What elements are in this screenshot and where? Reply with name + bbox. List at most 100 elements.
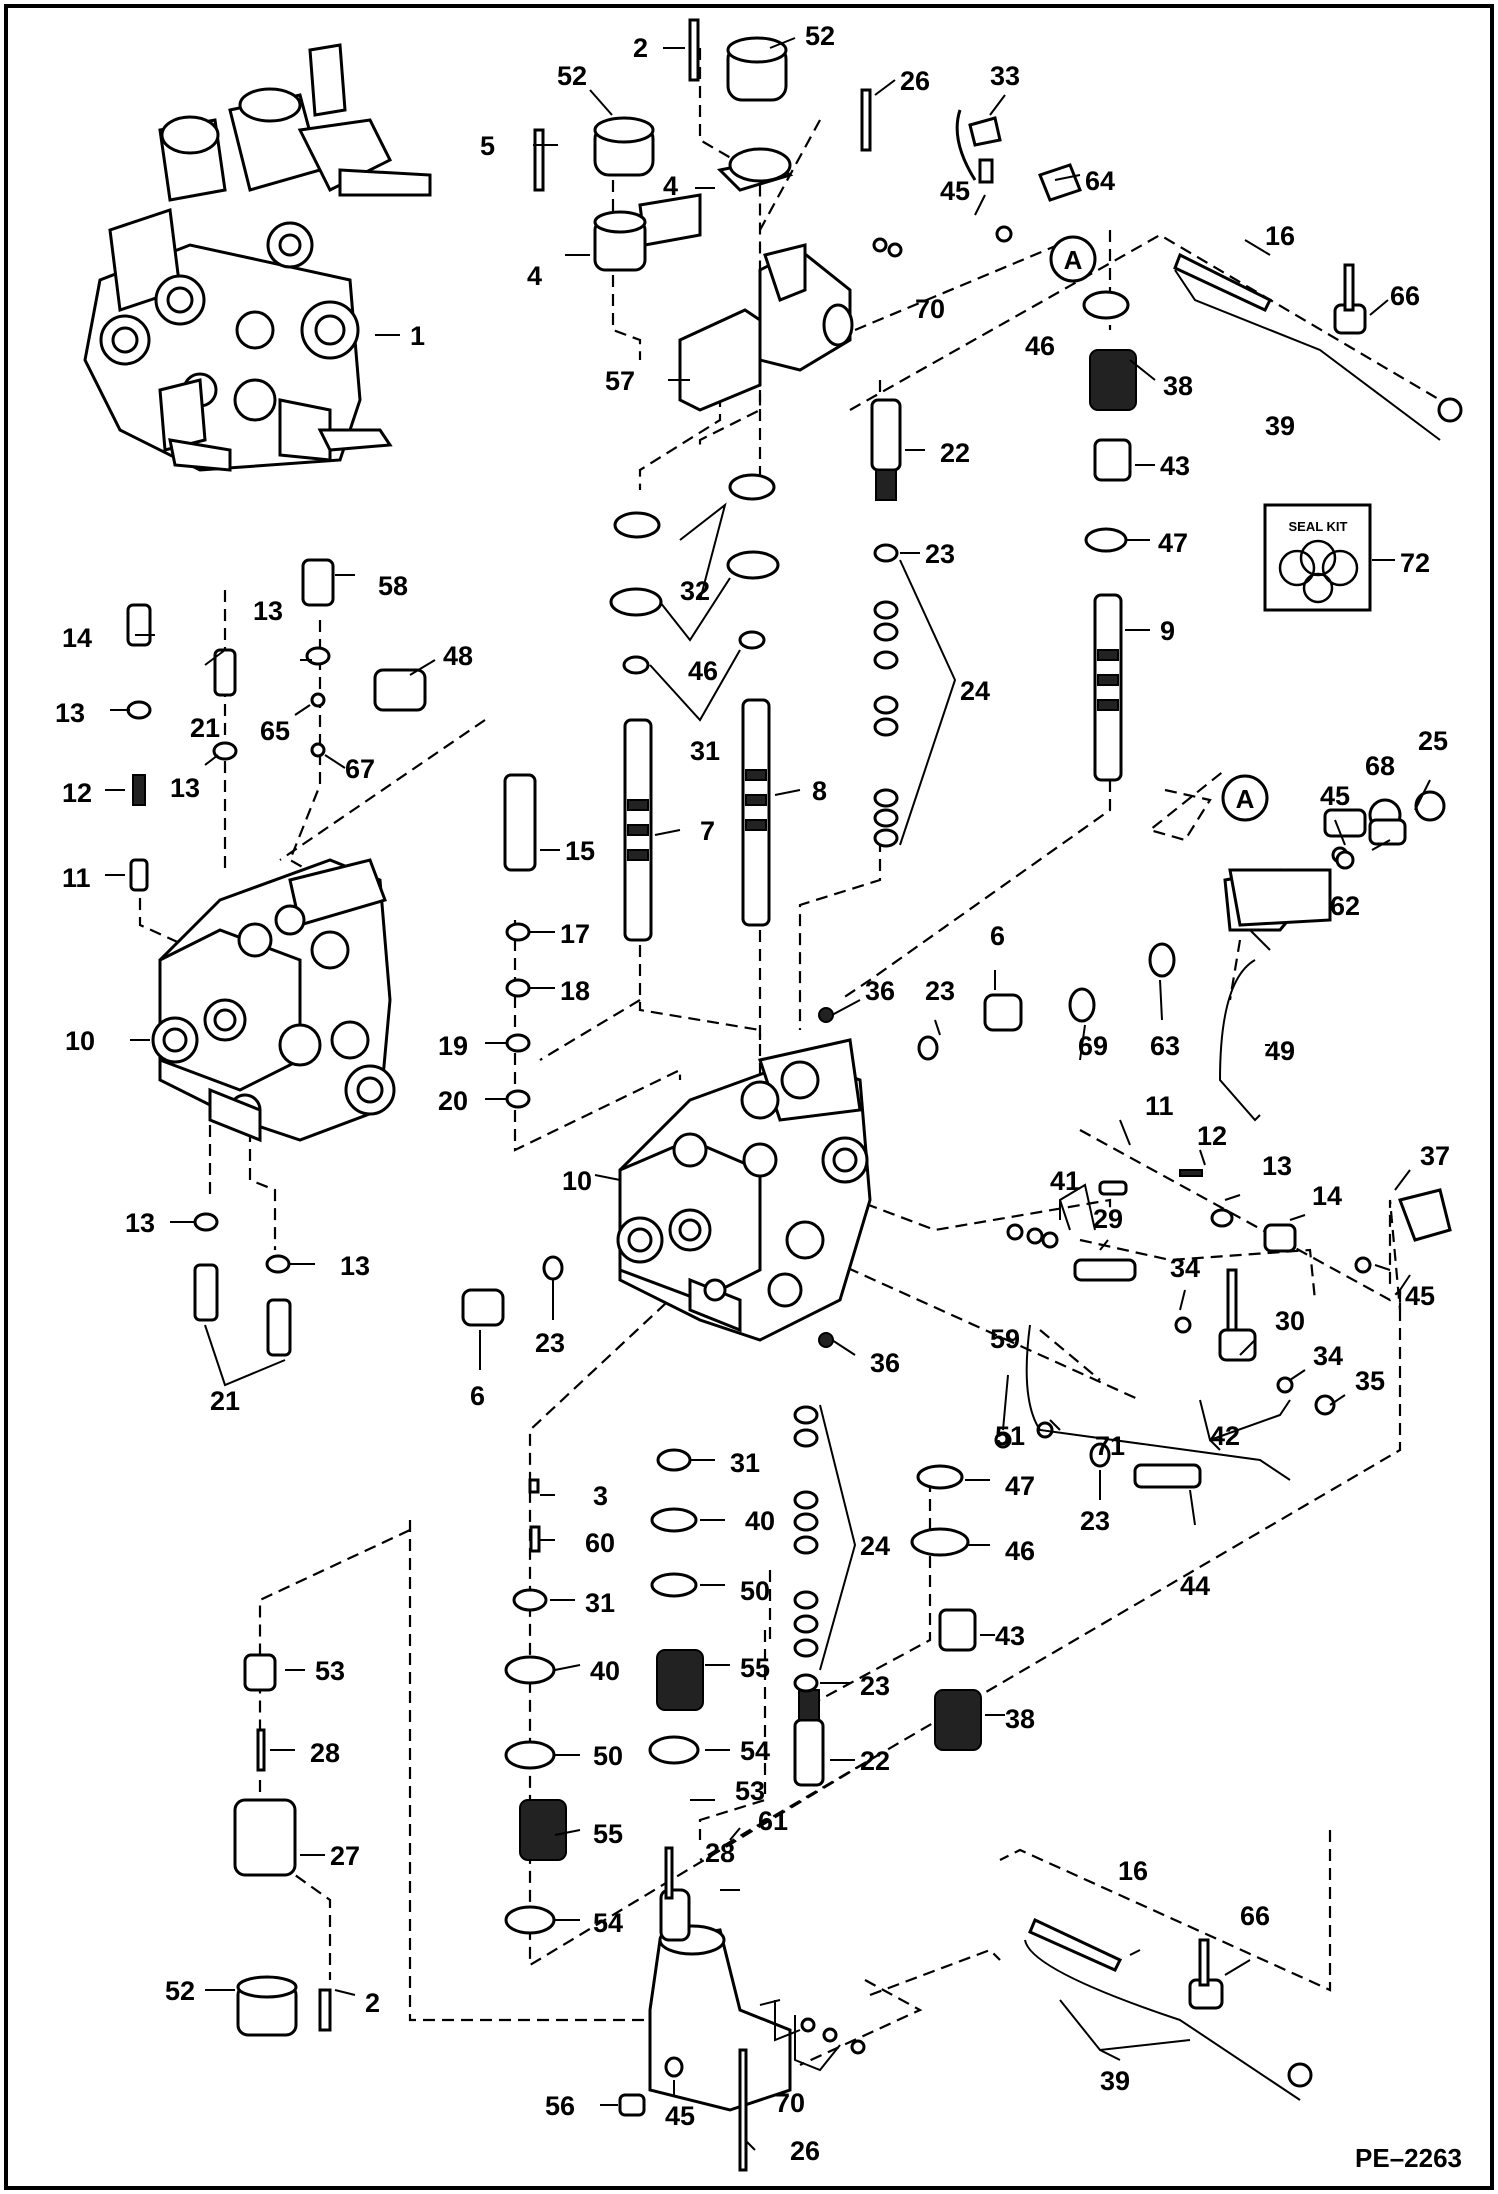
- callout-54: 54: [740, 1736, 770, 1766]
- callout-17: 17: [560, 919, 590, 949]
- callout-51: 51: [995, 1421, 1025, 1451]
- callout-38: 38: [1163, 371, 1193, 401]
- callout-labels: 1 2 2 3 4 4 5 6 6 7 8 9 10 10 11 11 12 1…: [55, 21, 1462, 2173]
- callout-4: 4: [527, 261, 542, 291]
- leader-lines: [105, 37, 1431, 2151]
- callout-52: 52: [165, 1976, 195, 2006]
- callout-22: 22: [860, 1746, 890, 1776]
- callout-6: 6: [990, 921, 1005, 951]
- callout-22: 22: [940, 438, 970, 468]
- callout-13: 13: [55, 698, 85, 728]
- callout-42: 42: [1210, 1421, 1240, 1451]
- callout-23: 23: [860, 1671, 890, 1701]
- callout-21: 21: [210, 1386, 240, 1416]
- callout-9: 9: [1160, 616, 1175, 646]
- callout-28: 28: [310, 1738, 340, 1768]
- callout-55: 55: [740, 1653, 770, 1683]
- callout-33: 33: [990, 61, 1020, 91]
- callout-14: 14: [1312, 1181, 1342, 1211]
- callout-61: 61: [758, 1806, 788, 1836]
- valve-body-left: [151, 858, 396, 1143]
- callout-13: 13: [1262, 1151, 1292, 1181]
- callout-5: 5: [480, 131, 495, 161]
- callout-6: 6: [470, 1381, 485, 1411]
- callout-64: 64: [1085, 166, 1115, 196]
- callout-53: 53: [735, 1776, 765, 1806]
- callout-49: 49: [1265, 1036, 1295, 1066]
- callout-31: 31: [690, 736, 720, 766]
- callout-11: 11: [62, 863, 91, 893]
- callout-45: 45: [940, 176, 970, 206]
- callout-47: 47: [1158, 528, 1188, 558]
- callout-12: 12: [62, 778, 92, 808]
- callout-13: 13: [170, 773, 200, 803]
- callout-56: 56: [545, 2091, 575, 2121]
- callout-66: 66: [1240, 1901, 1270, 1931]
- callout-34: 34: [1313, 1341, 1343, 1371]
- callout-45: 45: [665, 2101, 695, 2131]
- callout-29: 29: [1093, 1204, 1123, 1234]
- callout-38: 38: [1005, 1704, 1035, 1734]
- callout-32: 32: [680, 576, 710, 606]
- callout-63: 63: [1150, 1031, 1180, 1061]
- callout-21: 21: [190, 713, 220, 743]
- callout-40: 40: [590, 1656, 620, 1686]
- svg-text:A: A: [1064, 245, 1083, 275]
- callout-31: 31: [585, 1588, 615, 1618]
- assembled-valve-image: [83, 43, 432, 472]
- callout-34: 34: [1170, 1253, 1200, 1283]
- callout-46: 46: [1025, 331, 1055, 361]
- callout-66: 66: [1390, 281, 1420, 311]
- callout-48: 48: [443, 641, 473, 671]
- callout-45: 45: [1320, 781, 1350, 811]
- callout-4: 4: [663, 171, 678, 201]
- callout-70: 70: [915, 294, 945, 324]
- callout-25: 25: [1418, 726, 1448, 756]
- callout-13: 13: [125, 1208, 155, 1238]
- figure-code: PE–2263: [1355, 2143, 1462, 2173]
- diagram-border: [4, 4, 1494, 2190]
- callout-10: 10: [65, 1026, 95, 1056]
- callout-52: 52: [805, 21, 835, 51]
- callout-39: 39: [1265, 411, 1295, 441]
- callout-10: 10: [562, 1166, 592, 1196]
- callout-16: 16: [1265, 221, 1295, 251]
- callout-67: 67: [345, 754, 375, 784]
- callout-3: 3: [593, 1481, 608, 1511]
- callout-11: 11: [1145, 1091, 1174, 1121]
- callout-65: 65: [260, 716, 290, 746]
- callout-44: 44: [1180, 1571, 1210, 1601]
- callout-8: 8: [812, 776, 827, 806]
- callout-43: 43: [995, 1621, 1025, 1651]
- callout-2: 2: [633, 33, 648, 63]
- callout-26: 26: [790, 2136, 820, 2166]
- valve-body-center: [616, 1038, 872, 1342]
- callout-72: 72: [1400, 548, 1430, 578]
- callout-35: 35: [1355, 1366, 1385, 1396]
- svg-text:SEAL KIT: SEAL KIT: [1289, 519, 1348, 534]
- callout-23: 23: [535, 1328, 565, 1358]
- callout-41: 41: [1050, 1166, 1080, 1196]
- callout-60: 60: [585, 1528, 615, 1558]
- callout-37: 37: [1420, 1141, 1450, 1171]
- callout-31: 31: [730, 1448, 760, 1478]
- callout-57: 57: [605, 366, 635, 396]
- callout-70: 70: [775, 2088, 805, 2118]
- callout-54: 54: [593, 1908, 623, 1938]
- callout-2: 2: [365, 1988, 380, 2018]
- seal-kit-box: SEAL KIT: [1263, 503, 1372, 612]
- callout-46: 46: [688, 656, 718, 686]
- callout-28: 28: [705, 1838, 735, 1868]
- callout-46: 46: [1005, 1536, 1035, 1566]
- svg-text:A: A: [1236, 784, 1255, 814]
- callout-24: 24: [860, 1531, 890, 1561]
- callout-53: 53: [315, 1656, 345, 1686]
- callout-68: 68: [1365, 751, 1395, 781]
- callout-40: 40: [745, 1506, 775, 1536]
- callout-69: 69: [1078, 1031, 1108, 1061]
- callout-13: 13: [253, 596, 283, 626]
- callout-19: 19: [438, 1031, 468, 1061]
- callout-50: 50: [593, 1741, 623, 1771]
- callout-52: 52: [557, 61, 587, 91]
